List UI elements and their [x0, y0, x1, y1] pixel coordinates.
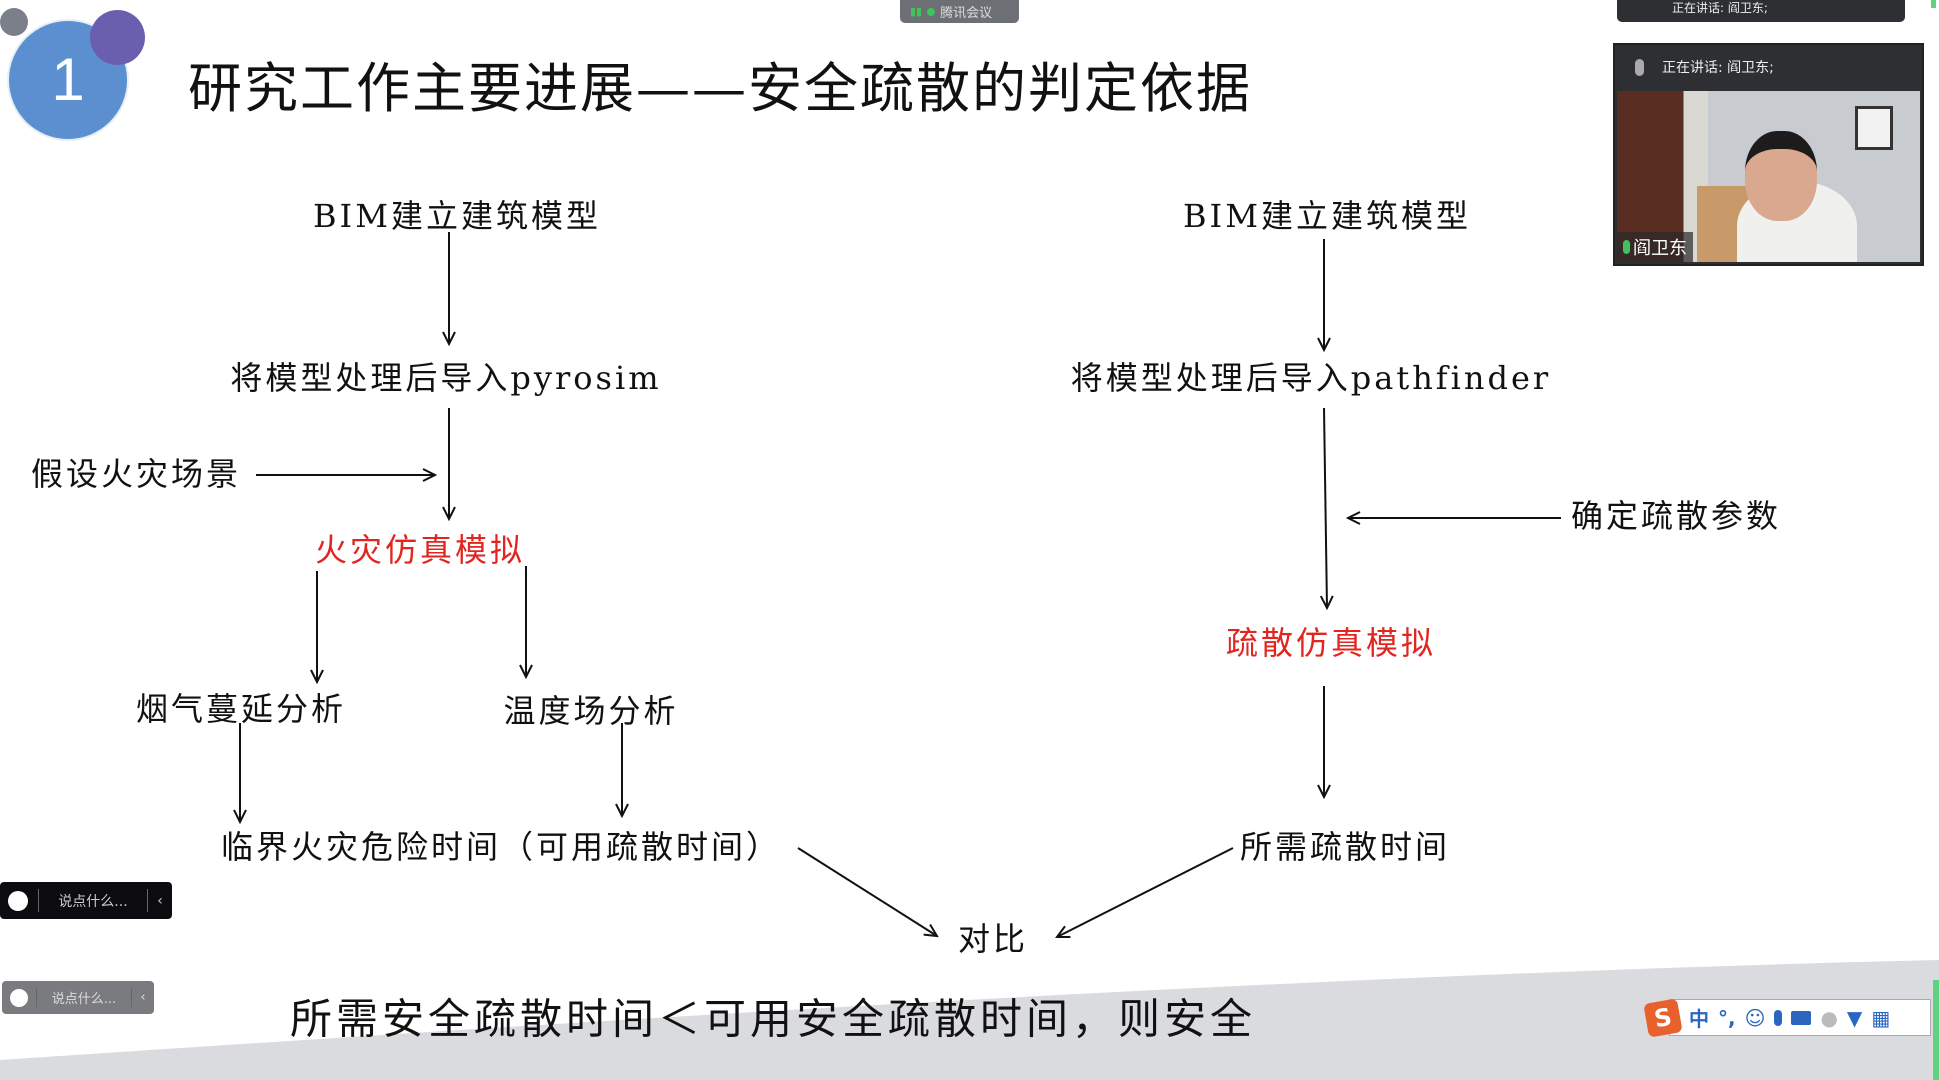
arrow [1324, 407, 1327, 608]
conclusion: 所需安全疏散时间＜可用安全疏散时间，则安全 [289, 994, 1257, 1044]
critical-fire-time: 临界火灾危险时间（可用疏散时间） [220, 828, 782, 866]
slide-number: 1 [51, 46, 85, 113]
compare: 对比 [957, 920, 1029, 958]
slide-title: 研究工作主要进展——安全疏散的判定依据 [188, 57, 1252, 120]
chat-input-bar-secondary[interactable]: 说点什么... ‹ [2, 981, 154, 1014]
decor-dot-purple [90, 10, 145, 65]
ime-mode[interactable]: 中 [1689, 1007, 1709, 1031]
right-bim-model: BIM建立建筑模型 [1183, 197, 1471, 235]
signal-icon: ▮▮ [910, 5, 923, 18]
voice-icon[interactable] [1774, 1009, 1783, 1026]
mic-active-icon [1623, 240, 1630, 254]
microphone-icon [1635, 58, 1644, 76]
emoji-icon[interactable] [8, 890, 28, 911]
evacuation-simulation: 疏散仿真模拟 [1225, 624, 1437, 662]
collapse-chevron-icon[interactable]: ‹ [140, 990, 146, 1005]
smoke-analysis: 烟气蔓延分析 [135, 690, 347, 728]
temperature-analysis: 温度场分析 [503, 692, 679, 730]
fire-simulation: 火灾仿真模拟 [314, 531, 526, 569]
meeting-app-pill[interactable]: ▮▮ 腾讯会议 [900, 0, 1019, 23]
ime-toolbar[interactable]: S 中 °, ☺ ● ▼ ▦ [1643, 997, 1931, 1038]
speaking-text: 正在讲话: 阎卫东; [1662, 60, 1774, 76]
status-dot-icon [927, 7, 936, 16]
app-label: 腾讯会议 [940, 6, 993, 21]
ime-punct[interactable]: °, [1718, 1005, 1736, 1030]
user-icon[interactable]: ● [1820, 1005, 1838, 1030]
left-bim-model: BIM建立建筑模型 [313, 197, 601, 235]
emoji-icon[interactable]: ☺ [1744, 1005, 1766, 1030]
collapse-chevron-icon[interactable]: ‹ [157, 892, 163, 909]
arrow [1057, 847, 1234, 937]
chat-placeholder[interactable]: 说点什么... [58, 893, 128, 910]
right-import-pathfinder: 将模型处理后导入pathfinder [1070, 359, 1552, 397]
participant-name: 阎卫东 [1633, 238, 1687, 259]
participant-video [1617, 91, 1920, 262]
skin-shirt-icon[interactable]: ▼ [1846, 1005, 1863, 1030]
evacuation-params: 确定疏散参数 [1570, 497, 1782, 535]
assume-fire-scenario: 假设火灾场景 [30, 455, 242, 493]
speaking-text: 正在讲话: 阎卫东; [1672, 0, 1768, 15]
keyboard-icon[interactable] [1791, 1010, 1812, 1025]
speaking-bar: 正在讲话: 阎卫东; [1617, 0, 1905, 22]
chat-input-bar[interactable]: 说点什么... ‹ [0, 882, 172, 919]
left-import-pyrosim: 将模型处理后导入pyrosim [230, 359, 662, 397]
decor-dot-grey [0, 8, 28, 36]
participant-name-tag: 阎卫东 [1617, 232, 1693, 262]
sogou-logo-icon[interactable]: S [1643, 997, 1683, 1038]
arrow [797, 847, 937, 936]
video-panel[interactable]: 正在讲话: 阎卫东; 阎卫东 [1613, 43, 1924, 266]
required-evacuation-time: 所需疏散时间 [1239, 828, 1451, 866]
emoji-icon[interactable] [10, 988, 28, 1007]
video-header: 正在讲话: 阎卫东; [1615, 45, 1922, 89]
chat-placeholder[interactable]: 说点什么... [51, 992, 117, 1007]
toolbox-grid-icon[interactable]: ▦ [1871, 1005, 1891, 1030]
